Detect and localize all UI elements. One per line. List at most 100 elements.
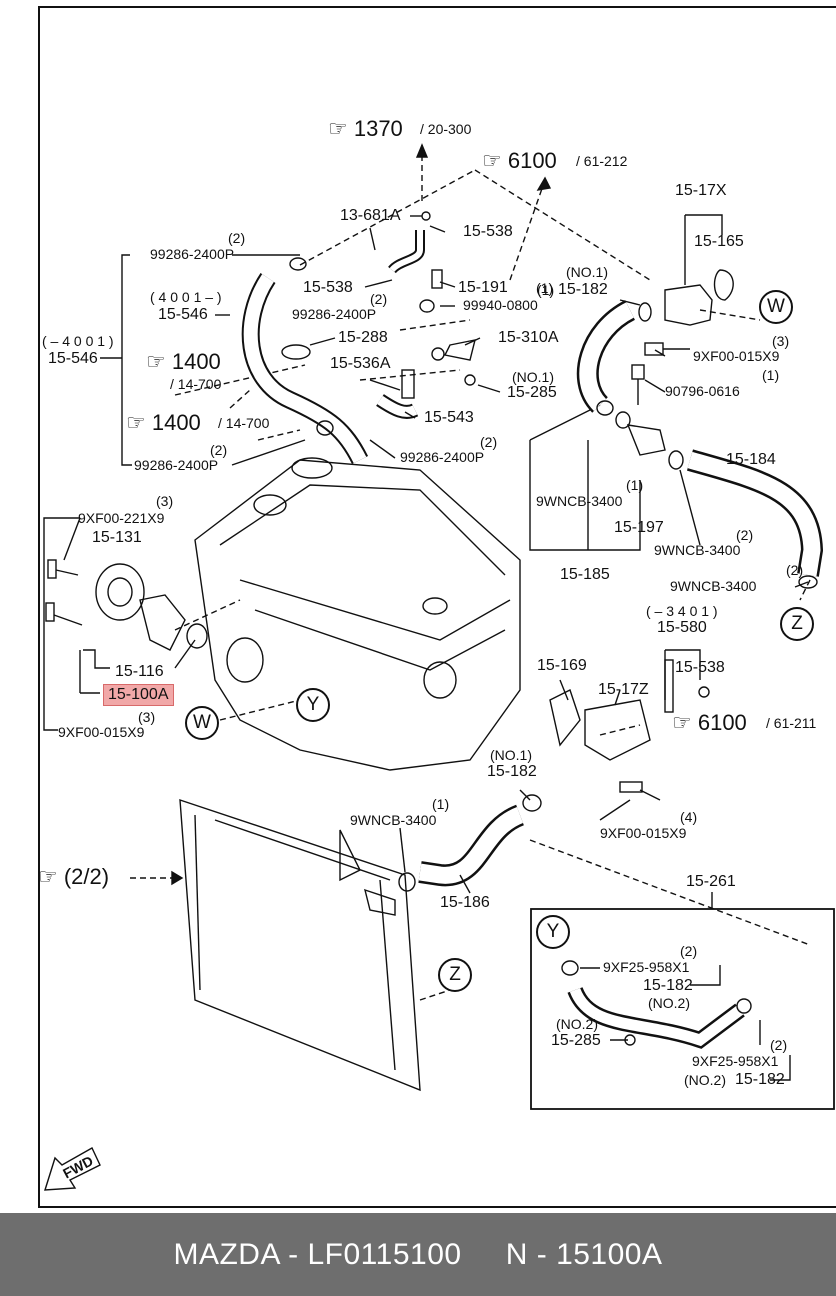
parts-diagram-drawing bbox=[43, 143, 835, 1191]
label-9wncb-a: 9WNCB-3400 bbox=[536, 493, 623, 509]
label-9xf00-b-qty: (3) bbox=[138, 709, 156, 725]
label-9xf25-b-qty: (2) bbox=[770, 1037, 788, 1053]
label-9xf00-a: 9XF00-015X9 bbox=[693, 348, 780, 364]
label-15-169: 15-169 bbox=[537, 657, 587, 674]
label-9xf25-a-qty: (2) bbox=[680, 943, 698, 959]
ref-2-2-pointer: ☞ (2/2) bbox=[38, 864, 110, 889]
label-15-288: 15-288 bbox=[338, 329, 388, 346]
label-99286-b-qty: (2) bbox=[370, 291, 388, 307]
label-15-17x: 15-17X bbox=[675, 182, 727, 199]
label-15-191: 15-191 bbox=[458, 279, 508, 296]
label-no2-b: (NO.2) bbox=[556, 1016, 598, 1032]
footer-text: MAZDA - LF0115100 N - 15100A bbox=[173, 1237, 663, 1271]
label-9xf00-c-qty: (4) bbox=[680, 809, 698, 825]
label-99286-a-qty: (2) bbox=[228, 230, 246, 246]
label-15-182-a-qty: (1) bbox=[536, 280, 554, 296]
label-4001: ( 4 0 0 1 – ) bbox=[150, 289, 222, 305]
ref-6100-mid: 6100 bbox=[697, 710, 747, 735]
label-15-538-c: 15-538 bbox=[675, 659, 725, 676]
label-99940: 99940-0800 bbox=[463, 297, 538, 313]
label-9xf25-a: 9XF25-958X1 bbox=[603, 959, 690, 975]
label-9wncb-a-qty: (1) bbox=[626, 477, 644, 493]
callout-y-inset: Y bbox=[536, 915, 570, 949]
label-9wncb-d-qty: (1) bbox=[432, 796, 450, 812]
label-m3401: ( – 3 4 0 1 ) bbox=[646, 603, 718, 619]
label-15-17z: 15-17Z bbox=[598, 681, 649, 698]
label-9wncb-b: 9WNCB-3400 bbox=[654, 542, 741, 558]
label-15-100a-highlighted: 15-100A bbox=[103, 684, 174, 706]
label-9wncb-c-qty: (2) bbox=[786, 562, 804, 578]
label-9xf25-b: 9XF25-958X1 bbox=[692, 1053, 779, 1069]
label-15-182-d: 15-182 bbox=[735, 1071, 785, 1088]
label-15-116: 15-116 bbox=[115, 663, 164, 680]
label-13-681a: 13-681A bbox=[340, 207, 401, 224]
ref-1370: 1370 bbox=[353, 116, 403, 141]
frame-top-border bbox=[38, 6, 836, 8]
ref-6100-mid-pointer: ☞ 6100 bbox=[672, 710, 747, 735]
label-15-182-a: 15-182 bbox=[558, 281, 608, 298]
frame-left-border bbox=[38, 6, 40, 1206]
label-9wncb-d: 9WNCB-3400 bbox=[350, 812, 437, 828]
label-15-261: 15-261 bbox=[686, 873, 736, 890]
label-90796: 90796-0616 bbox=[665, 383, 740, 399]
label-no1-c: (NO.1) bbox=[490, 747, 532, 763]
frame-bottom-border bbox=[38, 1206, 836, 1208]
label-15-182-c: 15-182 bbox=[643, 977, 693, 994]
callout-w-top: W bbox=[759, 290, 793, 324]
label-99286-a: 99286-2400P bbox=[150, 246, 235, 262]
label-99940-qty: (1) bbox=[537, 282, 555, 298]
label-15-538-a: 15-538 bbox=[463, 223, 513, 240]
ref-6100-top: 6100 bbox=[507, 148, 557, 173]
ref-1400-a-pointer: ☞ 1400 bbox=[146, 349, 221, 374]
label-no2-c: (NO.2) bbox=[684, 1072, 726, 1088]
callout-y-engine: Y bbox=[296, 688, 330, 722]
label-9xf00-b: 9XF00-015X9 bbox=[58, 724, 145, 740]
label-9xf00-c: 9XF00-015X9 bbox=[600, 825, 687, 841]
label-9xf00-a-qty: (3) bbox=[772, 333, 790, 349]
label-no2-a: (NO.2) bbox=[648, 995, 690, 1011]
label-15-165: 15-165 bbox=[694, 233, 744, 250]
ref-1370-pointer: ☞ 1370 bbox=[328, 116, 403, 141]
ref-1400-b: 1400 bbox=[151, 410, 201, 435]
label-m4001: ( – 4 0 0 1 ) bbox=[42, 333, 114, 349]
label-15-538-b: 15-538 bbox=[303, 279, 353, 296]
label-15-310a: 15-310A bbox=[498, 329, 559, 346]
label-15-536a: 15-536A bbox=[330, 355, 391, 372]
label-15-184: 15-184 bbox=[726, 451, 776, 468]
label-no1-a: (NO.1) bbox=[512, 369, 554, 385]
callout-z-right: Z bbox=[780, 607, 814, 641]
part-number-footer: MAZDA - LF0115100 N - 15100A bbox=[0, 1213, 836, 1296]
label-9xf00221: 9XF00-221X9 bbox=[78, 510, 165, 526]
callout-z-radiator: Z bbox=[438, 958, 472, 992]
label-99286-d-qty: (2) bbox=[480, 434, 498, 450]
label-15-197: 15-197 bbox=[614, 519, 664, 536]
label-15-543: 15-543 bbox=[424, 409, 474, 426]
label-15-131: 15-131 bbox=[92, 529, 142, 546]
ref-1400-a-sub: / 14-700 bbox=[170, 376, 222, 392]
label-90796-qty: (1) bbox=[762, 367, 780, 383]
ref-1400-a: 1400 bbox=[171, 349, 221, 374]
ref-2-2: (2/2) bbox=[63, 864, 110, 889]
label-15-580: 15-580 bbox=[657, 619, 707, 636]
label-9xf00221-qty: (3) bbox=[156, 493, 174, 509]
label-15-186: 15-186 bbox=[440, 894, 490, 911]
label-15-546-a: 15-546 bbox=[158, 306, 208, 323]
ref-1370-sub: / 20-300 bbox=[420, 121, 472, 137]
label-15-285-b: 15-285 bbox=[551, 1032, 601, 1049]
label-15-546-b: 15-546 bbox=[48, 350, 98, 367]
label-9wncb-c: 9WNCB-3400 bbox=[670, 578, 757, 594]
label-9wncb-b-qty: (2) bbox=[736, 527, 754, 543]
callout-w-left: W bbox=[185, 706, 219, 740]
label-15-185: 15-185 bbox=[560, 566, 610, 583]
ref-6100-mid-sub: / 61-211 bbox=[766, 715, 817, 731]
label-99286-c: 99286-2400P bbox=[134, 457, 219, 473]
ref-1400-b-pointer: ☞ 1400 bbox=[126, 410, 201, 435]
ref-6100-top-sub: / 61-212 bbox=[576, 153, 628, 169]
label-15-285-a: 15-285 bbox=[507, 384, 557, 401]
ref-6100-top-pointer: ☞ 6100 bbox=[482, 148, 557, 173]
label-99286-b: 99286-2400P bbox=[292, 306, 377, 322]
label-15-182-b: 15-182 bbox=[487, 763, 537, 780]
label-99286-c-qty: (2) bbox=[210, 442, 228, 458]
label-no1-b: (NO.1) bbox=[566, 264, 608, 280]
ref-1400-b-sub: / 14-700 bbox=[218, 415, 270, 431]
